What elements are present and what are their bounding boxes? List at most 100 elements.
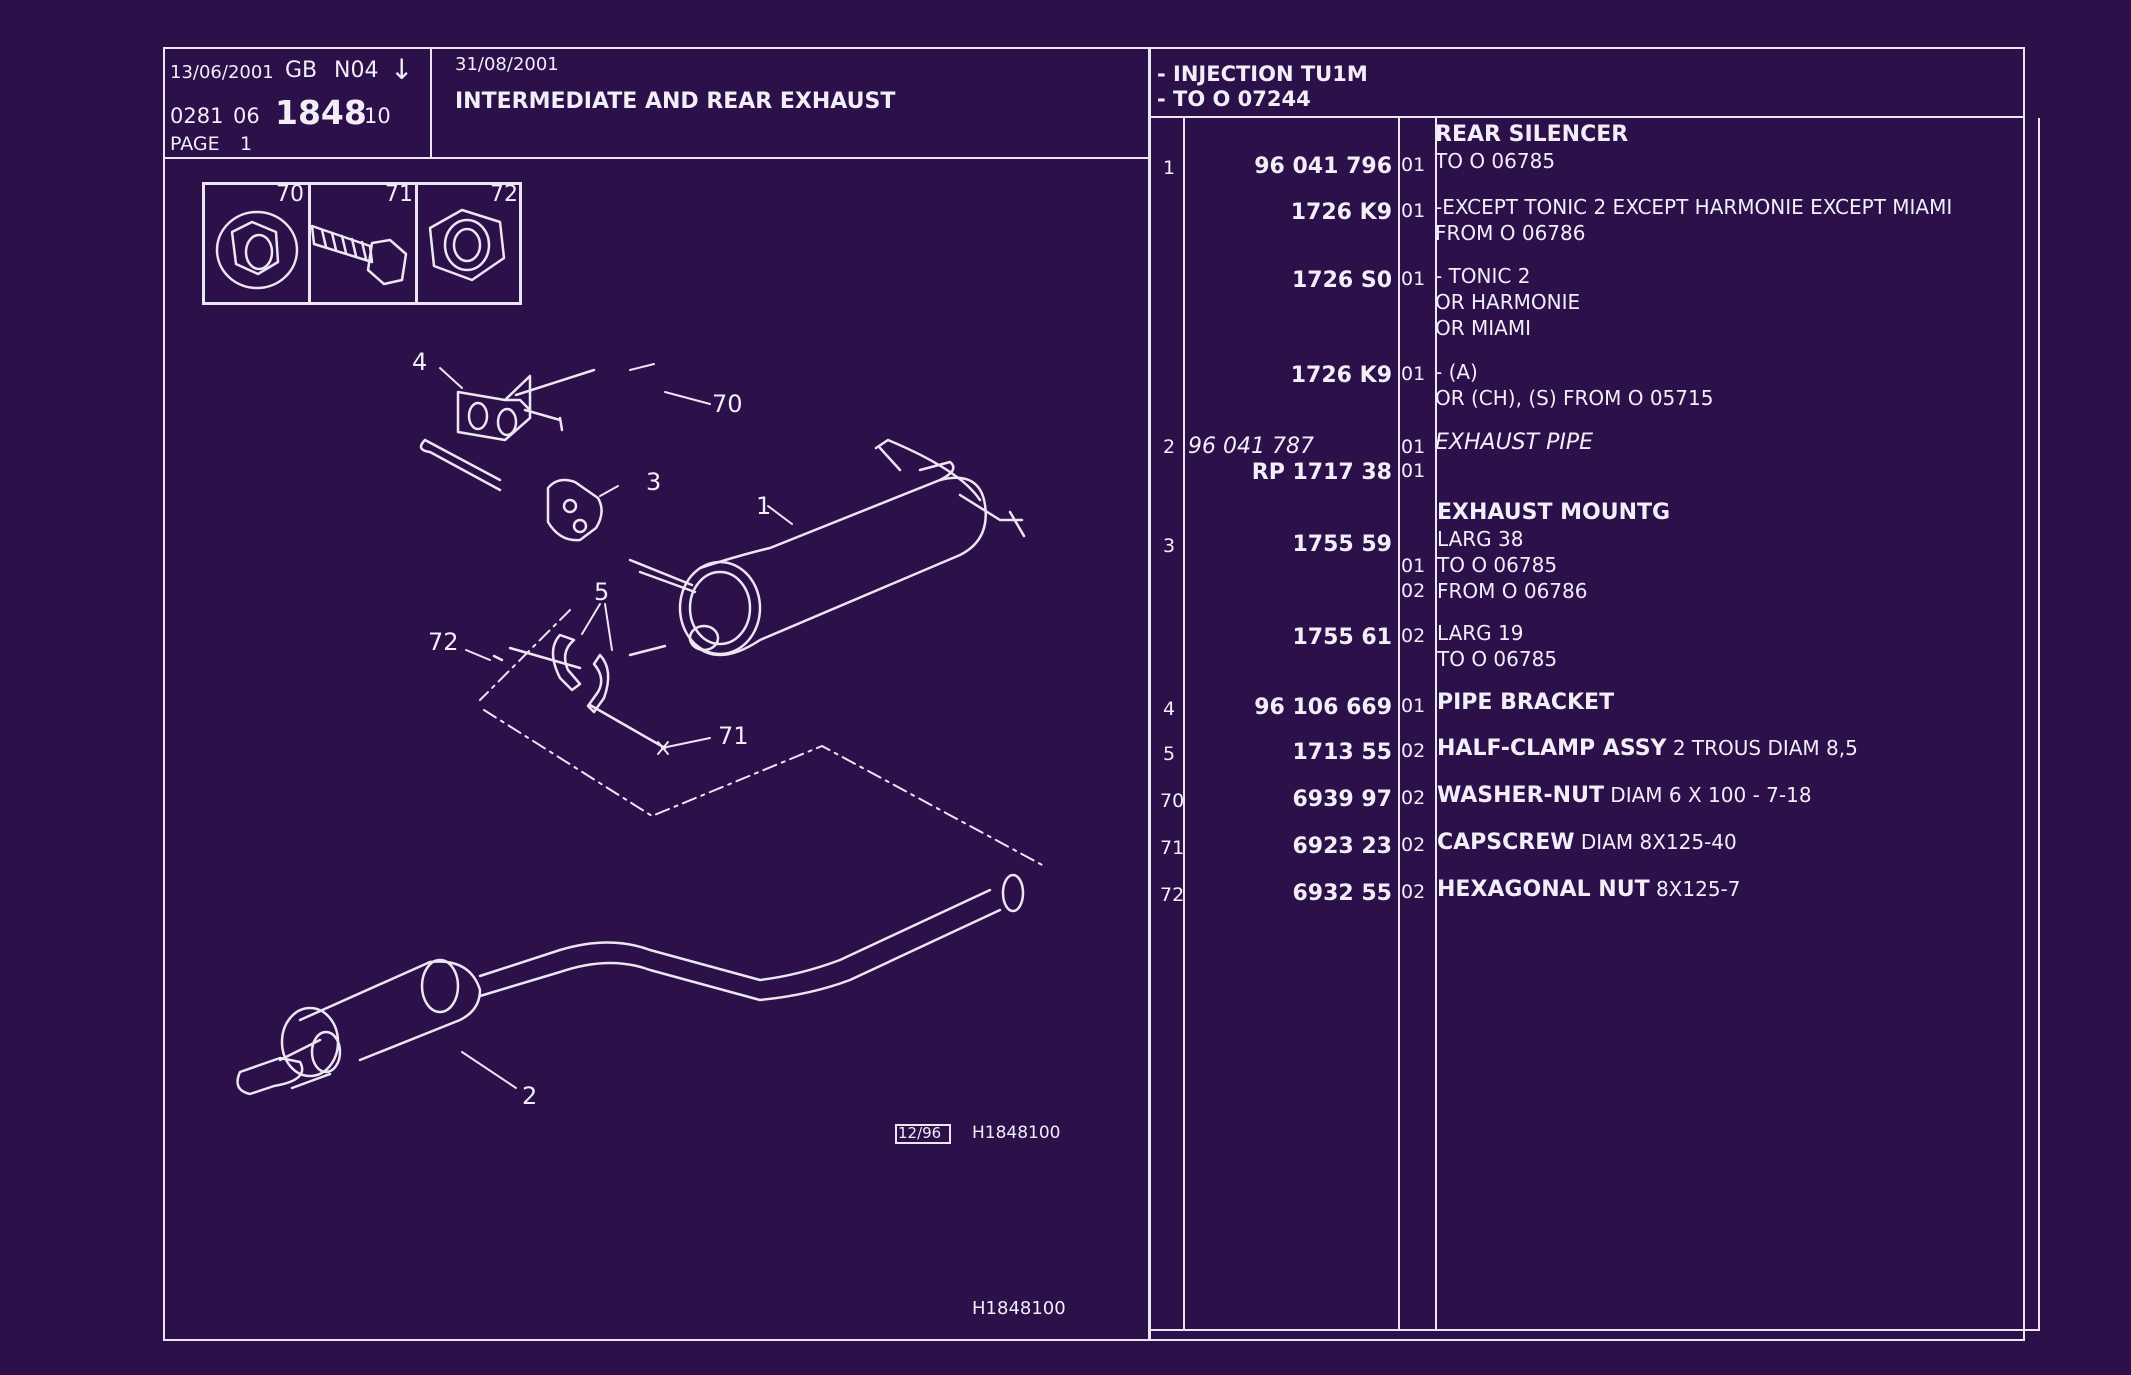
rear-silencer-part [628, 438, 1026, 657]
part-description: HEXAGONAL NUT 8X125-7 [1437, 877, 1741, 902]
revision-stamp: 12/96 [898, 1124, 942, 1142]
col-number-divider [1398, 118, 1400, 1331]
part-ref: 4 [1163, 698, 1176, 720]
part-ref: 1 [1163, 157, 1176, 179]
part-number: 1726 K9 [1290, 200, 1392, 225]
application-line-2: - TO O 07244 [1157, 87, 1311, 111]
callout-label: 71 [718, 722, 749, 750]
part-qty: 01 [1401, 200, 1426, 222]
hardware-box-label: 72 [490, 182, 518, 207]
part-number: 6923 23 [1292, 834, 1392, 859]
assembly-lines [479, 609, 1045, 867]
part-qty: 02 [1401, 625, 1426, 647]
part-description: - TONIC 2 OR HARMONIE OR MIAMI [1435, 264, 1581, 340]
part-number: 1755 61 [1292, 625, 1392, 650]
part-description: HALF-CLAMP ASSY 2 TROUS DIAM 8,5 [1437, 736, 1858, 761]
part-qty: 01 [1401, 695, 1426, 717]
part-ref: 70 [1160, 790, 1185, 812]
part-qty: 02 [1401, 787, 1426, 809]
part-ref: 71 [1160, 837, 1185, 859]
part-description: LARG 19 TO O 06785 [1437, 621, 1558, 671]
part-ref: 3 [1163, 535, 1176, 557]
capscrew-icon [310, 224, 408, 286]
arrow-down-icon: ↓ [390, 53, 414, 86]
hardware-box-label: 70 [276, 182, 304, 207]
page-title: INTERMEDIATE AND REAR EXHAUST [455, 89, 896, 114]
callout-label: 5 [594, 578, 610, 606]
application-line-1: - INJECTION TU1M [1157, 62, 1368, 86]
edition-code: N04 [334, 58, 379, 83]
part-qty-secondary: 01 [1401, 460, 1426, 482]
exhaust-mount-part [546, 478, 603, 542]
revision-stamp-frame [895, 1124, 951, 1144]
part-qty: 01 [1401, 555, 1426, 577]
footer-reference: H1848100 [972, 1298, 1066, 1319]
col-qty-divider [1435, 118, 1437, 1331]
catalogue-number: 0281 [170, 104, 224, 128]
callout-label: 3 [646, 468, 662, 496]
part-qty: 01 [1401, 363, 1426, 385]
part-description: -EXCEPT TONIC 2 EXCEPT HARMONIE EXCEPT M… [1435, 195, 1953, 245]
part-number: 96 041 796 [1254, 154, 1392, 179]
part-qty: 01 [1401, 268, 1426, 290]
table-bottom [1148, 1329, 2040, 1331]
part-number: 1726 S0 [1291, 268, 1392, 293]
part-qty: 02 [1401, 740, 1426, 762]
part-number: 1726 K9 [1290, 363, 1392, 388]
hardware-box-divider [308, 182, 311, 305]
callout-label: 72 [428, 628, 459, 656]
part-description: WASHER-NUT DIAM 6 X 100 - 7-18 [1437, 783, 1812, 808]
col-ref-divider [1183, 118, 1185, 1331]
callout-label: 1 [756, 492, 772, 520]
part-qty: 02 [1401, 881, 1426, 903]
page-label: PAGE [170, 133, 220, 155]
callout-label: 70 [712, 390, 743, 418]
table-right [2038, 118, 2040, 1331]
part-number: 6932 55 [1292, 881, 1392, 906]
part-qty: 02 [1401, 834, 1426, 856]
part-number: 96 041 787 [1188, 434, 1314, 459]
right-header-divider [1148, 116, 2025, 118]
part-description: EXHAUST MOUNTG LARG 38 TO O 06785 FROM O… [1437, 500, 1671, 603]
pipe-bracket-part [419, 368, 596, 492]
exhaust-pipe-part [236, 873, 1025, 1096]
header-divider [163, 157, 1148, 159]
part-qty: 02 [1401, 580, 1426, 602]
part-number: 1713 55 [1292, 740, 1392, 765]
revision-date: 31/08/2001 [455, 54, 559, 75]
hexagonal-nut-icon [428, 208, 506, 282]
hardware-box-label: 71 [385, 182, 413, 207]
header-vdivider [430, 49, 432, 157]
part-description: PIPE BRACKET [1437, 690, 1615, 715]
drawing-reference: H1848100 [972, 1123, 1061, 1143]
part-number: 6939 97 [1292, 787, 1392, 812]
part-ref: 72 [1160, 884, 1185, 906]
part-description: - (A) OR (CH), (S) FROM O 05715 [1435, 360, 1714, 410]
main-vdivider [1148, 49, 1151, 1341]
hardware-box-frame [202, 182, 522, 305]
group-number: 06 [233, 104, 260, 128]
part-ref: 5 [1163, 743, 1176, 765]
language-code: GB [285, 58, 318, 83]
part-description: REAR SILENCER TO O 06785 [1435, 122, 1629, 173]
callout-label: 4 [412, 348, 428, 376]
callout-leaders [439, 363, 793, 1089]
page-number: 1 [240, 133, 253, 155]
part-number: 96 106 669 [1254, 695, 1392, 720]
washer-nut-icon [215, 210, 299, 290]
part-ref: 2 [1163, 436, 1176, 458]
sheet-number: 10 [364, 104, 391, 128]
callout-label: 2 [522, 1082, 538, 1110]
half-clamp-part [492, 633, 667, 750]
part-qty: 01 [1401, 154, 1426, 176]
parts-sheet [163, 47, 2025, 1341]
date-issued: 13/06/2001 [170, 62, 274, 83]
part-description: CAPSCREW DIAM 8X125-40 [1437, 830, 1737, 855]
sub-group-number: 1848 [275, 93, 367, 132]
part-description: EXHAUST PIPE [1435, 430, 1593, 455]
part-number: 1755 59 [1292, 532, 1392, 557]
part-number-secondary: RP 1717 38 [1251, 460, 1392, 485]
part-qty: 01 [1401, 436, 1426, 458]
hardware-box-divider [415, 182, 418, 305]
